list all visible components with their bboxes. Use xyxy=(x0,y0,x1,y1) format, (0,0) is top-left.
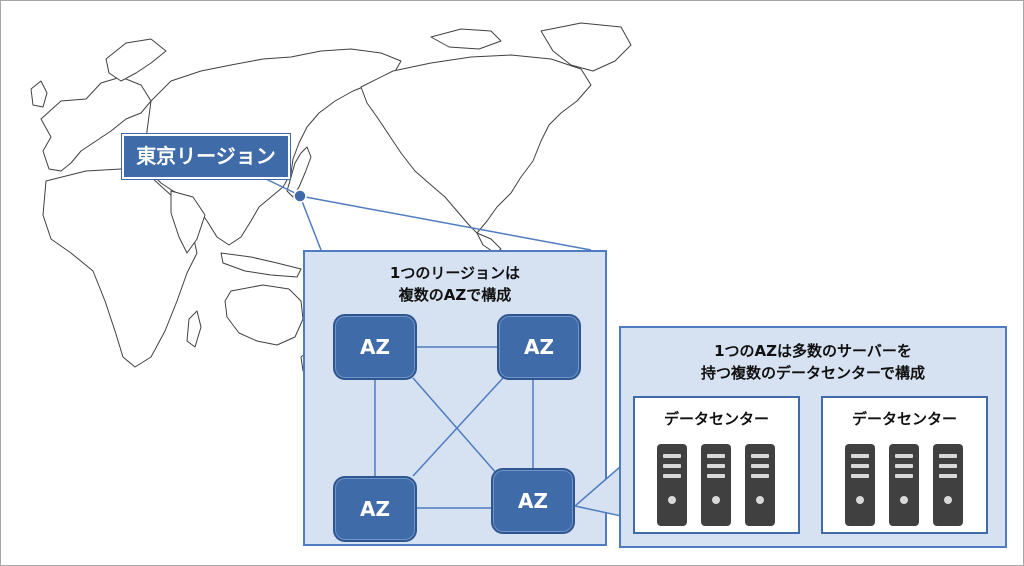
data-center-1: データセンター xyxy=(633,396,800,534)
greenland-landmass xyxy=(540,22,632,72)
server-icon xyxy=(933,444,963,526)
india-landmass xyxy=(170,190,206,254)
madagascar-landmass xyxy=(186,310,202,348)
japan-landmass xyxy=(286,146,312,198)
server-icon xyxy=(745,444,775,526)
data-center-2-label: データセンター xyxy=(851,410,957,428)
indonesia-landmass xyxy=(220,252,302,278)
scandinavia-landmass xyxy=(105,38,167,82)
tokyo-marker xyxy=(293,189,307,203)
region-pointer-line xyxy=(265,178,298,195)
uk-landmass xyxy=(30,80,48,108)
az-link-diagonal-1 xyxy=(412,377,498,475)
region-panel: 1つのリージョンは 複数のAZで構成 AZ AZ AZ AZ xyxy=(303,250,607,546)
server-icon xyxy=(889,444,919,526)
az-detail-panel: 1つのAZは多数のサーバーを 持つ複数のデータセンターで構成 データセンター デ… xyxy=(619,326,1007,548)
az-caption: 1つのAZは多数のサーバーを 持つ複数のデータセンターで構成 xyxy=(621,340,1005,384)
az-node-bottom-left: AZ xyxy=(333,476,417,542)
arctic-islands xyxy=(430,28,502,50)
north-america-landmass xyxy=(360,54,592,234)
tokyo-region-label: 東京リージョン xyxy=(122,134,290,179)
region-caption: 1つのリージョンは 複数のAZで構成 xyxy=(305,262,605,306)
data-center-2: データセンター xyxy=(821,396,988,534)
server-icon xyxy=(657,444,687,526)
connector-right-line xyxy=(299,195,592,251)
region-caption-line1: 1つのリージョンは xyxy=(389,264,521,282)
data-center-1-label: データセンター xyxy=(663,410,769,428)
az-caption-line1: 1つのAZは多数のサーバーを xyxy=(714,342,912,360)
az-links xyxy=(374,346,534,509)
africa-landmass xyxy=(42,168,198,368)
connector-left-line xyxy=(299,195,322,251)
server-icon xyxy=(845,444,875,526)
az-node-top-right: AZ xyxy=(497,314,581,380)
az-caption-line2: 持つ複数のデータセンターで構成 xyxy=(700,364,926,382)
region-caption-line2: 複数のAZで構成 xyxy=(398,286,512,304)
az-link-diagonal-2 xyxy=(412,377,504,477)
az-node-top-left: AZ xyxy=(333,314,417,380)
australia-landmass xyxy=(224,284,304,346)
az-node-bottom-right: AZ xyxy=(491,468,575,534)
europe-landmass xyxy=(40,76,152,172)
server-icon xyxy=(701,444,731,526)
